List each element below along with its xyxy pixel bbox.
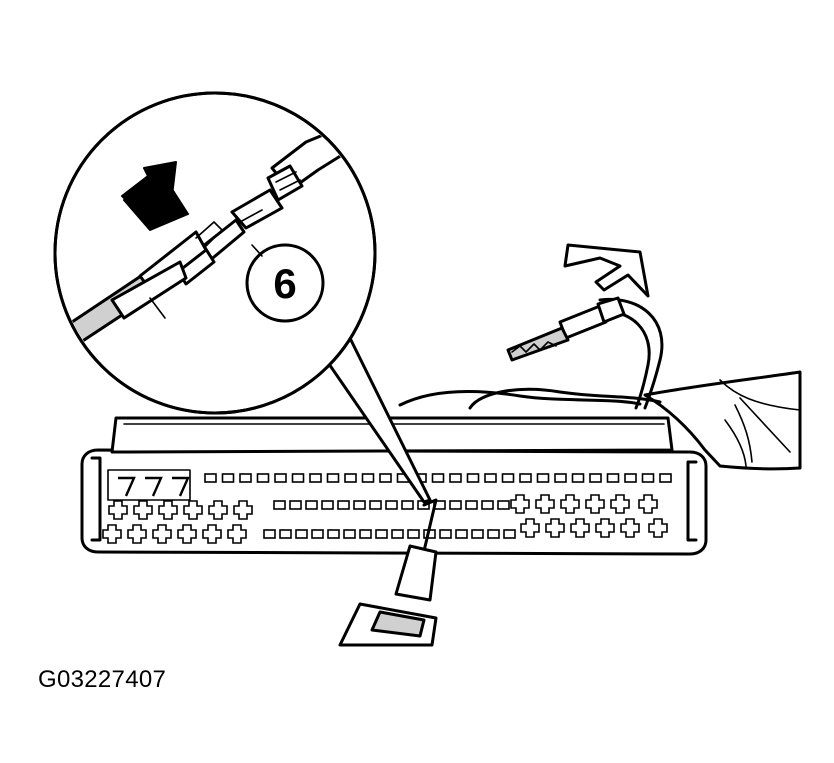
pin-cavity [449,500,462,510]
pin-cavity [503,529,516,539]
pin-cavity-cross [620,518,640,538]
pin-cavity [274,473,287,483]
pin-cavity [263,529,276,539]
pin-cavity [344,473,357,483]
pin-cavity [497,500,510,510]
pin-cavity-cross [585,494,605,514]
pin-cavity [353,500,366,510]
callout-number-label: 6 [273,260,296,307]
pin-cavity [641,473,655,483]
pin-cavity-cross [108,500,128,520]
pin-cavity-cross [127,524,147,544]
pin-cavity [361,473,375,483]
pin-cavity [321,500,334,510]
pin-cavity-cross [648,518,668,538]
pin-cavity [309,473,322,483]
pin-cavity [256,473,270,483]
pin-cavity [439,529,452,539]
pin-cavity [501,473,515,483]
pin-cavity [431,473,445,483]
pin-cavity [606,473,620,483]
arrow-icon [563,243,650,298]
pin-cavity-cross [560,494,580,514]
pin-cavity-cross [610,494,630,514]
pin-cavity-cross [638,494,658,514]
pin-cavity [326,473,340,483]
pin-cavity [305,500,318,510]
pin-cavity-cross [102,524,122,544]
pin-cavity [327,529,340,539]
harness-icon [643,370,802,471]
pin-cavity-cross [233,500,253,520]
pin-cavity [659,473,672,483]
pin-cavity [484,473,497,483]
pin-cavity-cross [133,500,153,520]
pin-cavity-cross [595,518,615,538]
latch-tab [145,476,163,497]
pin-cavity [337,500,350,510]
pin-cavity-cross [158,500,178,520]
probe-icon [338,498,438,647]
pin-cavity [311,529,324,539]
pin-cavity [455,529,468,539]
pin-cavity-cross [227,524,247,544]
pin-cavity [536,473,550,483]
pin-cavity-cross [535,494,555,514]
pin-cavity [239,473,252,483]
pin-cavity [295,529,308,539]
pin-cavity [279,529,292,539]
pin-cavity [589,473,602,483]
pin-cavity [471,529,484,539]
pin-cavity [571,473,585,483]
pin-cavity [481,500,494,510]
test-lead-icon [506,296,626,362]
pin-cavity [519,473,532,483]
figure-id-label: G03227407 [38,666,167,693]
pin-cavity-cross [545,518,565,538]
pin-cavity [391,529,404,539]
pin-cavity [289,500,302,510]
pin-cavity-cross [570,518,590,538]
pin-cavity-cross [177,524,197,544]
pin-cavity [221,473,235,483]
pin-cavity-cross [183,500,203,520]
pin-cavity [385,500,398,510]
pin-cavity-cross [208,500,228,520]
pin-cavity-cross [202,524,222,544]
pin-cavity-cross [152,524,172,544]
pin-cavity [487,529,500,539]
connector-icon [80,416,708,556]
pin-cavity [554,473,567,483]
pin-cavity [369,500,382,510]
pin-cavity [379,473,392,483]
pin-cavity [466,473,480,483]
pin-cavity [343,529,356,539]
pin-cavity-cross [520,518,540,538]
pin-cavity [375,529,388,539]
pin-cavity [407,529,420,539]
latch-tab [118,476,136,497]
pin-cavity [449,473,462,483]
pin-cavity [401,500,414,510]
pin-cavity [359,529,372,539]
pin-cavity [291,473,305,483]
magnifier-circle-icon: 6 [53,91,377,415]
pin-cavity [273,500,286,510]
pin-cavity-cross [510,494,530,514]
pin-cavity [204,473,217,483]
latch-tab [172,476,190,497]
pin-cavity [465,500,478,510]
pin-cavity [624,473,637,483]
